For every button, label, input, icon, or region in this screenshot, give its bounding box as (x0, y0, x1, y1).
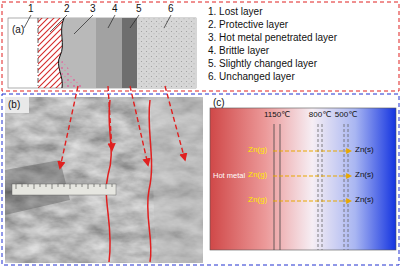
legend-item: 3. Hot metal penetrated layer (208, 32, 337, 43)
panel-letter: (c) (213, 97, 225, 108)
leader-line (24, 15, 31, 28)
species-label: Zn(g) (248, 171, 267, 180)
layer-number: 4 (112, 3, 118, 14)
leader-line (108, 15, 115, 28)
leader-line (164, 15, 171, 28)
slightly-changed-layer (122, 18, 137, 88)
temperature-label: 800℃ (309, 111, 331, 120)
ruler-ticks (16, 184, 112, 189)
species-label: Zn(g) (248, 146, 267, 155)
temperature-label: 500℃ (335, 111, 357, 120)
protective-layer (38, 18, 64, 88)
legend-item: 6. Unchanged layer (208, 71, 295, 82)
unchanged-texture (137, 18, 196, 88)
layer-number: 1 (28, 3, 34, 14)
rock-photo (5, 97, 203, 263)
correspondence-arrow (130, 86, 148, 165)
region-label: Hot metal (213, 172, 245, 180)
brittle-layer (96, 18, 122, 88)
isotherm-line (318, 124, 319, 250)
isotherm-line (322, 124, 323, 250)
isotherm-line (274, 124, 275, 250)
isotherm-line (280, 124, 281, 250)
species-label: Zn(s) (355, 196, 374, 205)
layer-number: 3 (90, 3, 96, 14)
schematic-frame (8, 18, 196, 88)
correspondence-arrow (108, 86, 112, 150)
unchanged-layer (137, 18, 196, 88)
species-label: Zn(s) (355, 146, 374, 155)
boundary-trace (106, 100, 111, 262)
correspondence-arrow (60, 86, 78, 168)
penetrated-layer (58, 18, 96, 88)
legend-item: 2. Protective layer (208, 19, 288, 30)
isotherm-line (348, 124, 349, 250)
photo-light-zone (150, 97, 203, 263)
panel-frame (2, 2, 399, 91)
temperature-field (210, 108, 396, 250)
layer-boundary (58, 18, 64, 88)
correspondence-arrow (165, 86, 185, 160)
temperature-label: 1150℃ (264, 111, 290, 120)
diffusion-arrow (273, 175, 351, 176)
legend-item: 4. Brittle layer (208, 45, 269, 56)
ruler (12, 184, 116, 195)
leader-line (74, 15, 93, 34)
legend-item: 1. Lost layer (208, 6, 262, 17)
isotherm-line (344, 124, 345, 250)
layer-number: 2 (64, 3, 70, 14)
species-label: Zn(s) (355, 171, 374, 180)
penetration-dots (61, 60, 84, 88)
diffusion-arrow (273, 200, 351, 201)
diffusion-arrow (273, 150, 351, 151)
panel-frame (2, 94, 399, 265)
layer-number: 6 (168, 3, 174, 14)
label-patch (5, 97, 29, 113)
boundary-trace (148, 100, 152, 262)
layer-number: 5 (136, 3, 142, 14)
panel-letter: (a) (12, 24, 24, 35)
leader-line (130, 15, 139, 28)
species-label: Zn(g) (248, 196, 267, 205)
legend-item: 5. Slightly changed layer (208, 58, 317, 69)
panel-letter: (b) (8, 99, 20, 110)
leader-line (50, 15, 67, 32)
